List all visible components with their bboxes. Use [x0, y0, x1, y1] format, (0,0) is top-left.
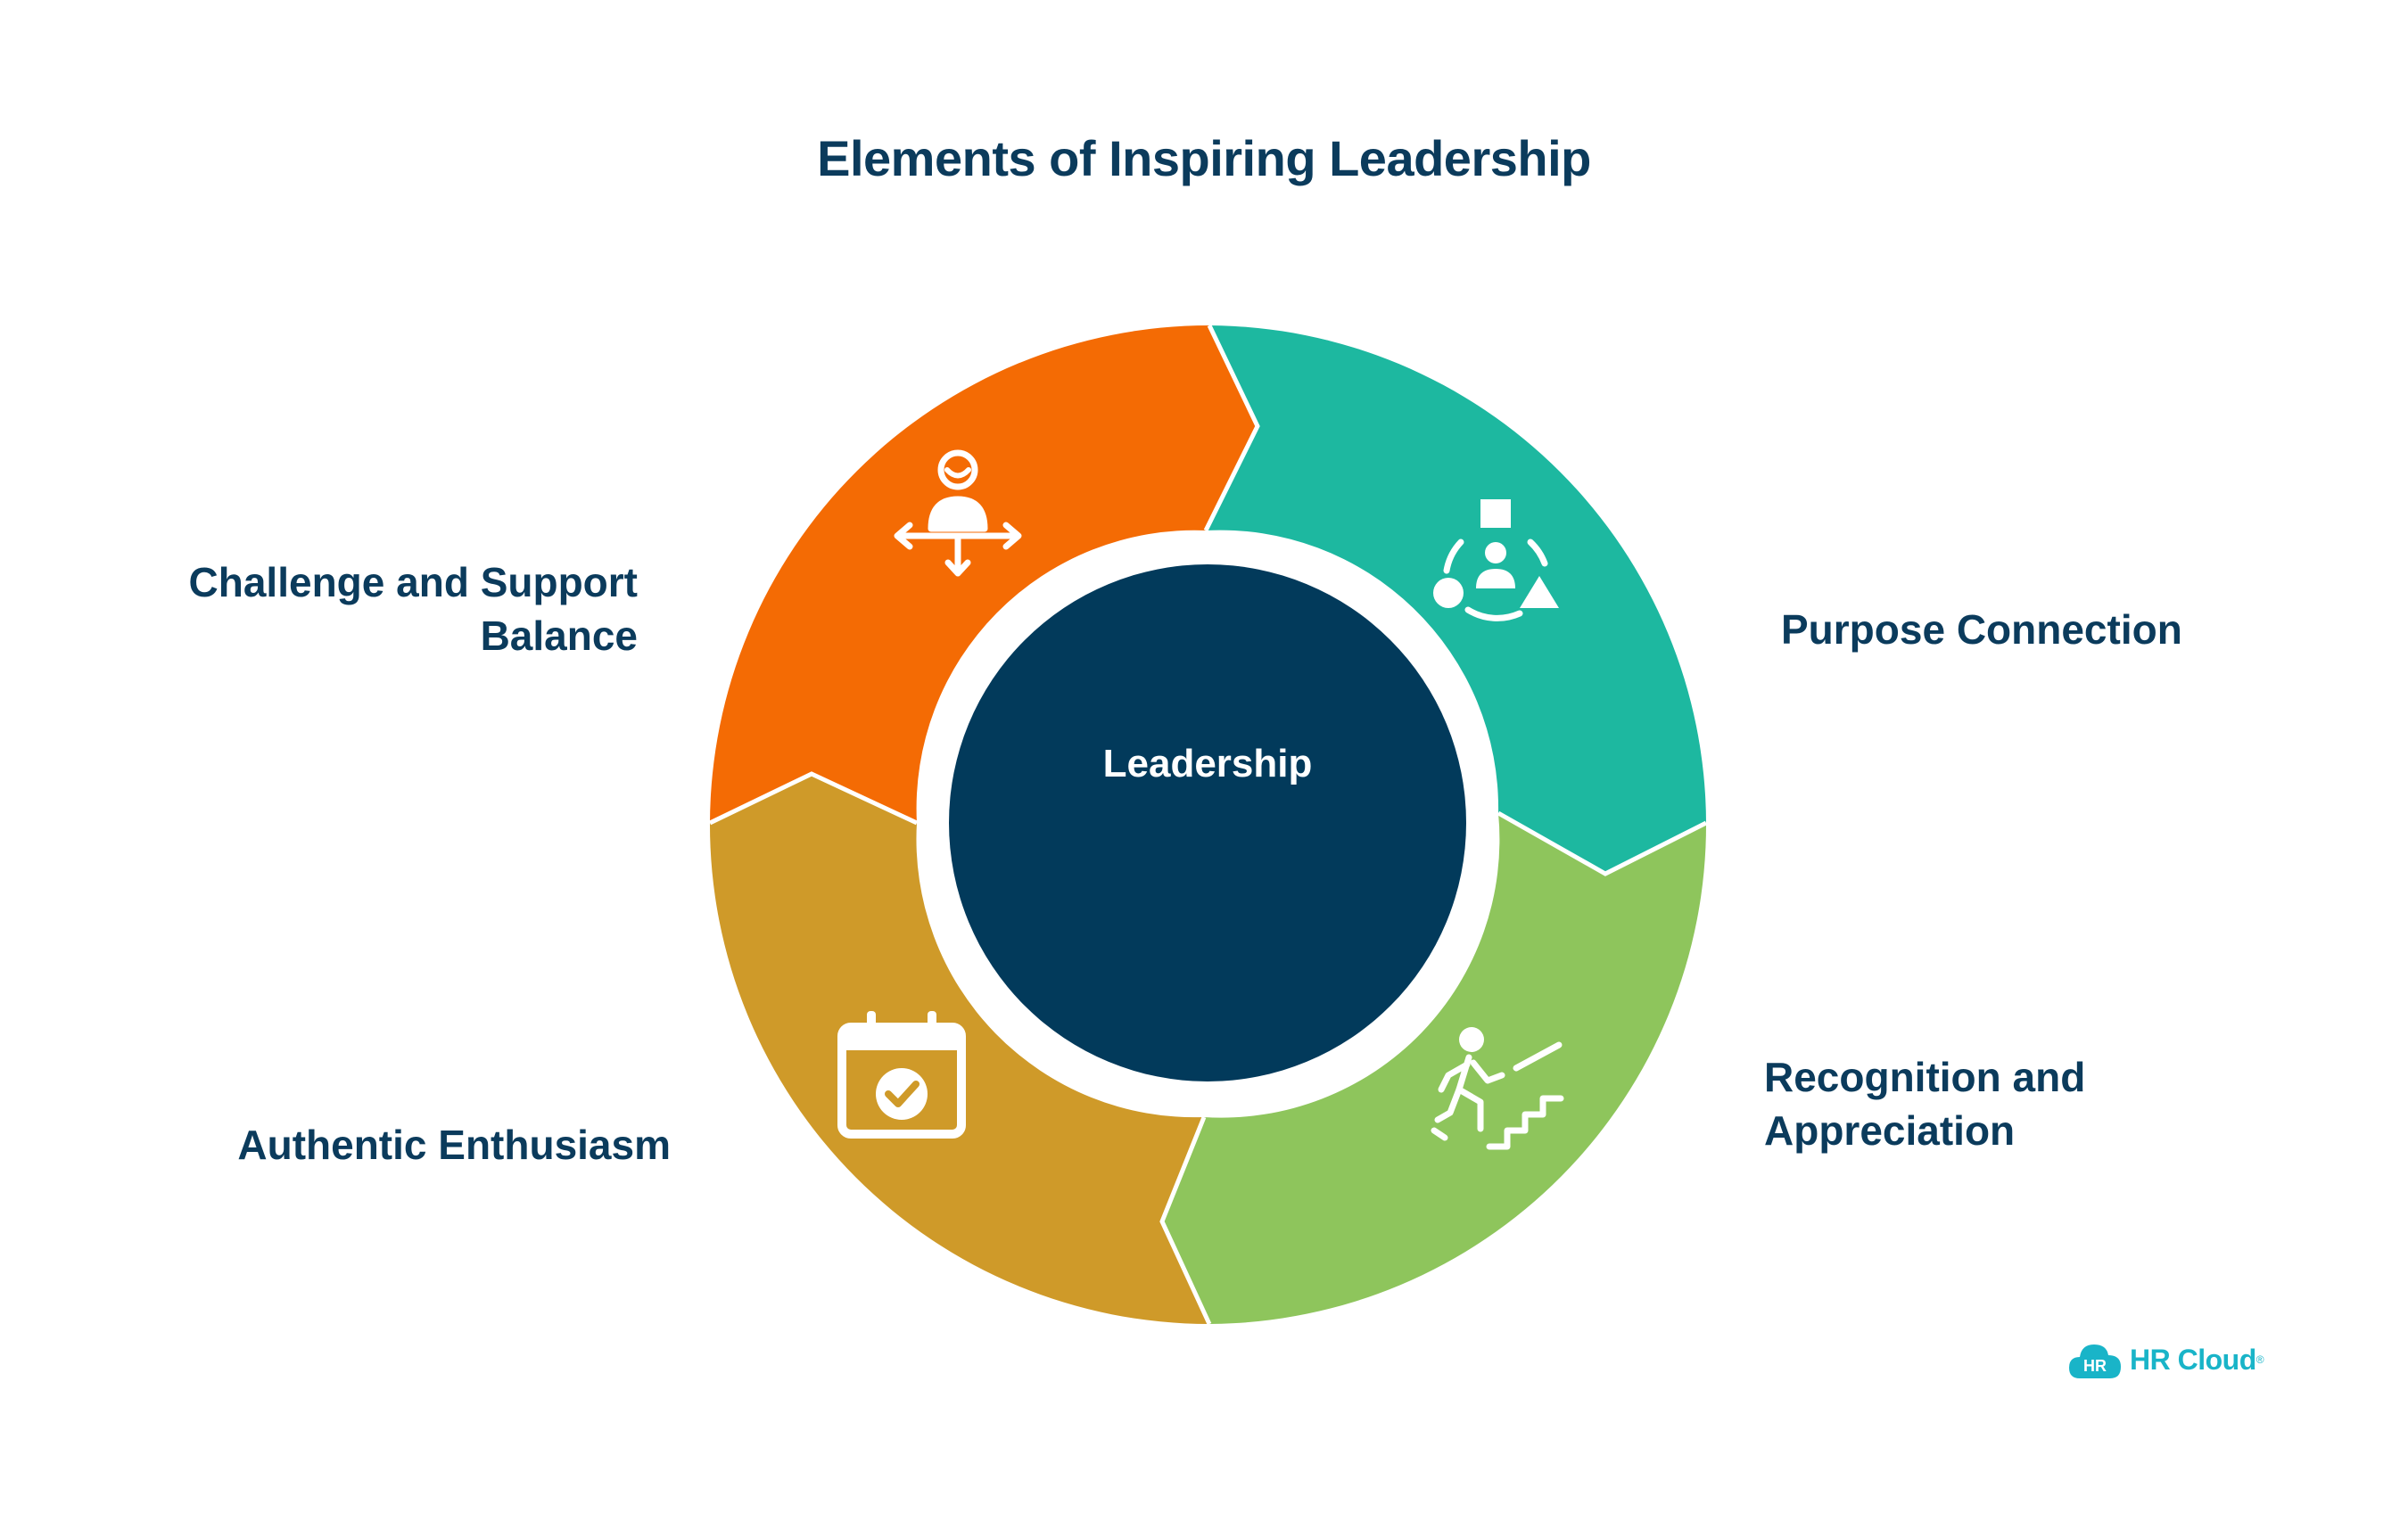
label-challenge-support-balance: Challenge and Support Balance: [188, 559, 638, 659]
segment-recognition-appreciation: [1162, 813, 1707, 1324]
svg-text:HR: HR: [2083, 1357, 2107, 1375]
center-circle: [949, 564, 1466, 1081]
person-balance-arrows-icon: [894, 449, 1022, 577]
page-title: Elements of Inspiring Leadership: [817, 130, 1591, 186]
label-recognition-appreciation: Recognition and Appreciation: [1764, 1054, 2086, 1154]
center-label: Leadership: [1103, 742, 1313, 785]
hr-cloud-logo: HR HR Cloud ®: [2067, 1337, 2264, 1382]
brand-name: HR Cloud: [2130, 1343, 2256, 1376]
calendar-check-icon: [837, 1011, 966, 1139]
person-climbing-stairs-icon: [1431, 1027, 1564, 1150]
segment-challenge-support-balance: [710, 325, 1258, 823]
cloud-icon: HR: [2069, 1344, 2121, 1378]
purpose-network-icon: [1433, 499, 1559, 621]
label-purpose-connection: Purpose Connection: [1781, 606, 2182, 653]
label-authentic-enthusiasm: Authentic Enthusiasm: [237, 1122, 671, 1168]
segment-dividers: [708, 324, 1708, 1326]
brand-registered-mark: ®: [2255, 1353, 2264, 1366]
